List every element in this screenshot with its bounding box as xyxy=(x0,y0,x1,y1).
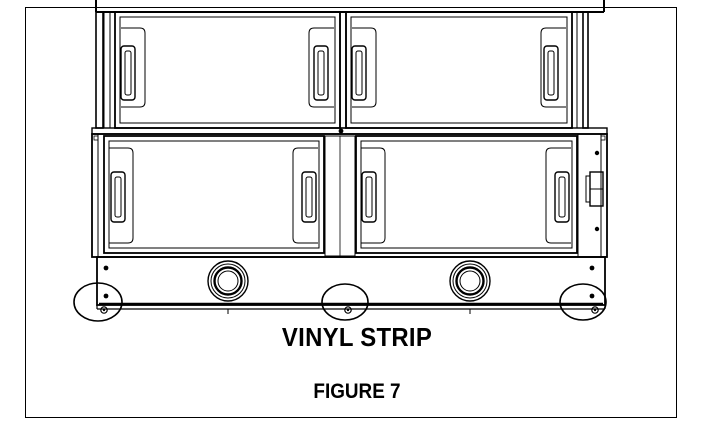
upper-cabinet xyxy=(95,0,605,129)
vinyl-strip-label: VINYL STRIP xyxy=(281,322,433,352)
lower-left-door xyxy=(103,135,325,254)
side-latch xyxy=(585,171,604,207)
upper-left-handle-right xyxy=(313,45,329,101)
upper-right-door xyxy=(345,11,573,129)
lower-left-handle-right xyxy=(301,171,317,223)
lower-right-door xyxy=(355,135,578,254)
figure-frame xyxy=(25,7,677,418)
lower-right-handle-left xyxy=(361,171,377,223)
figure-caption: FIGURE 7 xyxy=(313,380,401,403)
lower-right-handle-right xyxy=(554,171,570,223)
screw-icon xyxy=(100,306,599,314)
right-port xyxy=(449,260,491,302)
upper-right-handle-right xyxy=(543,45,559,101)
upper-left-door xyxy=(114,11,341,129)
upper-right-handle-left xyxy=(351,45,367,101)
lower-cabinet xyxy=(91,133,608,258)
lower-left-handle-left xyxy=(110,171,126,223)
left-port xyxy=(207,260,249,302)
upper-left-handle-left xyxy=(120,45,136,101)
circle-highlight-icon xyxy=(73,282,607,322)
base-plate xyxy=(96,256,606,314)
